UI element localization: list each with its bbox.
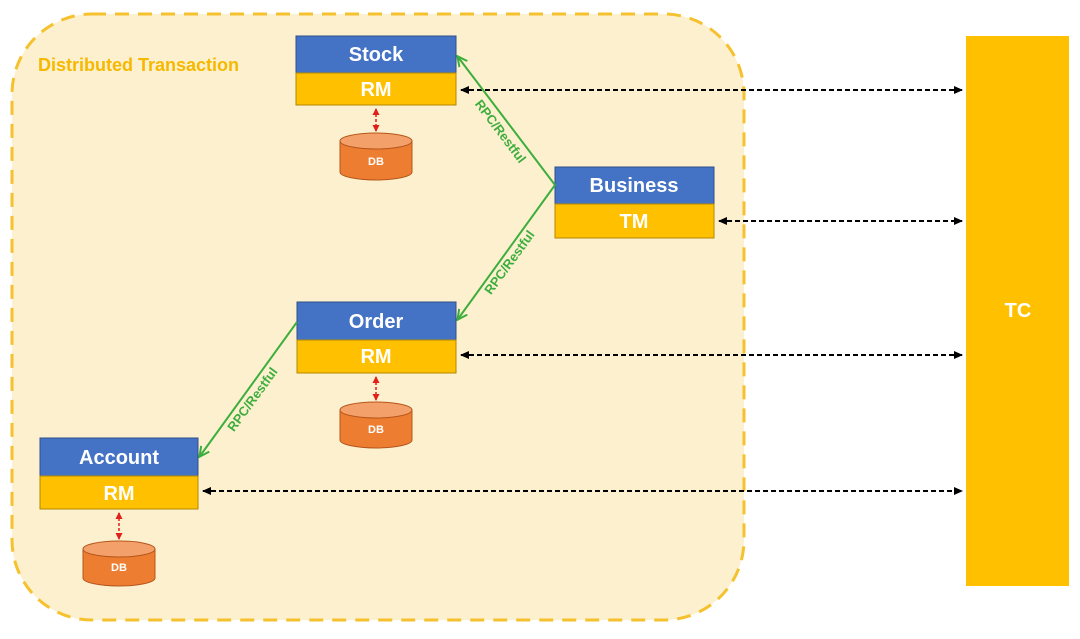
order-name: Order xyxy=(349,311,404,333)
business-name: Business xyxy=(590,175,679,197)
account-rm-label: RM xyxy=(103,483,134,505)
account-rm-bar xyxy=(39,475,199,510)
order-rm-label: RM xyxy=(360,346,391,368)
order-header xyxy=(296,301,457,341)
stock-db-icon: DB xyxy=(339,132,413,181)
business-to-order-arrow xyxy=(458,184,556,319)
account-name: Account xyxy=(79,447,159,469)
account-db-icon: DB xyxy=(82,540,156,587)
order-rm-bar xyxy=(296,339,457,374)
stock-rm-label: RM xyxy=(360,79,391,101)
business-tm-bar xyxy=(554,203,715,239)
business-service: Business TM xyxy=(554,166,715,239)
order-service: Order RM xyxy=(296,301,457,374)
order-to-account-arrow xyxy=(200,321,298,456)
business-header xyxy=(554,166,715,205)
stock-db-label: DB xyxy=(368,156,384,168)
stock-name: Stock xyxy=(349,44,404,66)
region-label: Distributed Transaction xyxy=(38,55,239,75)
stock-service: Stock RM xyxy=(295,35,457,106)
tc-column xyxy=(966,36,1069,586)
business-to-stock-arrow xyxy=(458,57,556,186)
account-header xyxy=(39,437,199,477)
order-db-icon: DB xyxy=(339,401,413,449)
stock-rm-bar xyxy=(295,72,457,106)
order-db-label: DB xyxy=(368,424,384,436)
tc-label: TC xyxy=(1005,300,1032,322)
account-service: Account RM xyxy=(39,437,199,510)
account-db-label: DB xyxy=(111,562,127,574)
business-tm-label: TM xyxy=(620,211,649,233)
